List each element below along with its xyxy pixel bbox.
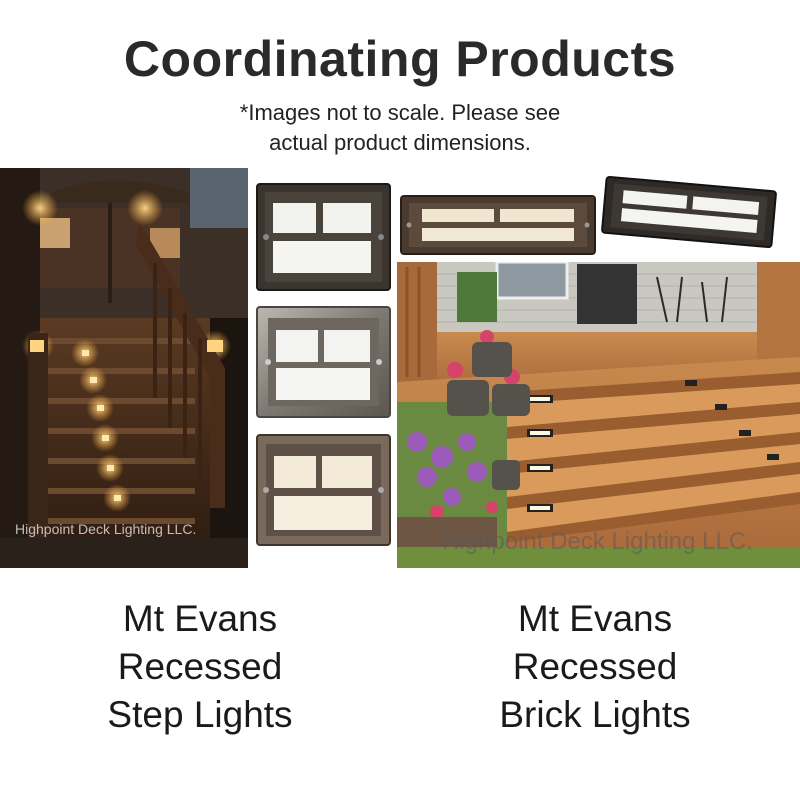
caption-step-lights: Mt Evans Recessed Step Lights xyxy=(50,595,350,739)
caption-brick-lights: Mt Evans Recessed Brick Lights xyxy=(445,595,745,739)
caption-brick-lights-line-3: Brick Lights xyxy=(499,694,691,735)
disclaimer-line-2: actual product dimensions. xyxy=(269,130,531,155)
caption-brick-lights-line-1: Mt Evans xyxy=(517,598,673,639)
step-light-copper-product xyxy=(256,434,391,551)
deck-daytime-photo: Highpoint Deck Lighting LLC. xyxy=(397,262,800,568)
deck-watermark: Highpoint Deck Lighting LLC. xyxy=(442,528,753,555)
caption-brick-lights-line-2: Recessed xyxy=(512,646,678,687)
step-light-bronze-product xyxy=(256,183,391,296)
stairs-night-photo: Highpoint Deck Lighting LLC. xyxy=(0,168,248,568)
caption-step-lights-line-1: Mt Evans xyxy=(122,598,278,639)
caption-step-lights-line-3: Step Lights xyxy=(107,694,293,735)
disclaimer: *Images not to scale. Please see actual … xyxy=(150,98,650,158)
page-title: Coordinating Products xyxy=(123,31,677,87)
brick-light-black-product xyxy=(600,172,778,257)
disclaimer-line-1: *Images not to scale. Please see xyxy=(239,100,561,125)
brick-light-bronze-product xyxy=(400,195,596,260)
step-light-nickel-product xyxy=(256,306,391,423)
caption-step-lights-line-2: Recessed xyxy=(117,646,283,687)
stairs-watermark: Highpoint Deck Lighting LLC. xyxy=(15,521,197,537)
